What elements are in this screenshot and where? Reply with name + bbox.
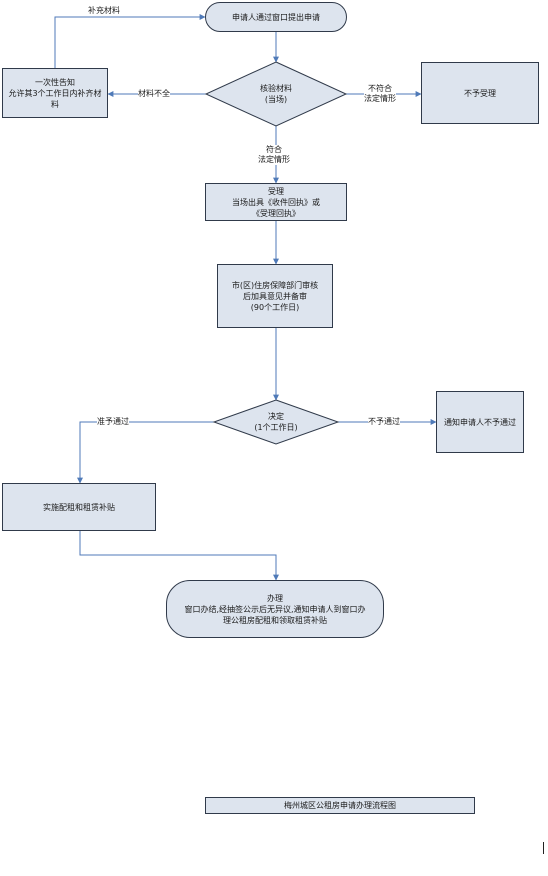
decide-diamond: 决定 (1个工作日) (236, 408, 316, 436)
issue-node: 实施配租和租赁补贴 (2, 483, 156, 531)
label-match: 符合 法定情形 (258, 145, 290, 165)
label-not-approved: 不予通过 (368, 417, 400, 427)
start-node: 申请人通过窗口提出申请 (205, 2, 347, 32)
audit-node: 市(区)住房保障部门审核 后加具意见并备审 (90个工作日) (217, 264, 333, 328)
label-match-2: 法定情形 (258, 155, 290, 164)
decide-diamond-shape (212, 399, 340, 445)
edge-mark (543, 842, 544, 854)
label-not-match: 不符合 法定情形 (364, 84, 396, 104)
audit-line1: 市(区)住房保障部门审核 (231, 280, 319, 290)
review-sub: (当场) (264, 95, 288, 104)
decide-sub: (1个工作日) (254, 423, 298, 432)
done-line2: 理公租房配租和领取租赁补贴 (223, 615, 327, 625)
accept-line2: 《受理回执》 (252, 208, 300, 218)
notify-line2: 允许其3个工作日内补齐材料 (8, 88, 102, 109)
arrow-notify-to-start (54, 14, 206, 68)
label-supplement: 补充材料 (88, 6, 120, 15)
label-not-match-1: 不符合 (368, 84, 392, 93)
decide-title: 决定 (268, 412, 284, 421)
reject-text: 不予受理 (464, 88, 496, 98)
review-diamond: 核验材料 (当场) (226, 80, 326, 108)
done-title: 办理 (267, 593, 283, 603)
audit-line2: 后加具意见并备审 (243, 291, 307, 301)
notify-fail-text: 通知申请人不予通过 (444, 417, 516, 427)
label-approved: 准予通过 (97, 417, 129, 427)
notify-line1: 一次性告知 (35, 77, 75, 87)
done-line1: 窗口办结,经抽签公示后无异议,通知申请人到窗口办 (184, 604, 366, 614)
label-incomplete: 材料不全 (138, 89, 170, 99)
notify-fail-node: 通知申请人不予通过 (436, 391, 524, 453)
review-title: 核验材料 (260, 84, 292, 93)
label-not-match-2: 法定情形 (364, 94, 396, 103)
notify-supplement-node: 一次性告知 允许其3个工作日内补齐材料 (2, 68, 108, 118)
audit-line3: (90个工作日) (250, 302, 300, 312)
accept-title: 受理 (268, 186, 284, 196)
accept-line1: 当场出具《收件回执》或 (232, 197, 320, 207)
issue-text: 实施配租和租赁补贴 (43, 502, 115, 512)
arrow-issue-to-done (79, 531, 279, 581)
diagram-caption: 梅州城区公租房申请办理流程图 (205, 797, 475, 814)
label-match-1: 符合 (266, 145, 282, 154)
arrow-decide-to-issue (77, 421, 214, 484)
start-node-text: 申请人通过窗口提出申请 (232, 12, 320, 22)
review-diamond-shape (204, 61, 348, 127)
reject-node: 不予受理 (421, 62, 539, 124)
done-node: 办理 窗口办结,经抽签公示后无异议,通知申请人到窗口办 理公租房配租和领取租赁补… (166, 580, 384, 638)
accept-node: 受理 当场出具《收件回执》或 《受理回执》 (205, 183, 347, 221)
